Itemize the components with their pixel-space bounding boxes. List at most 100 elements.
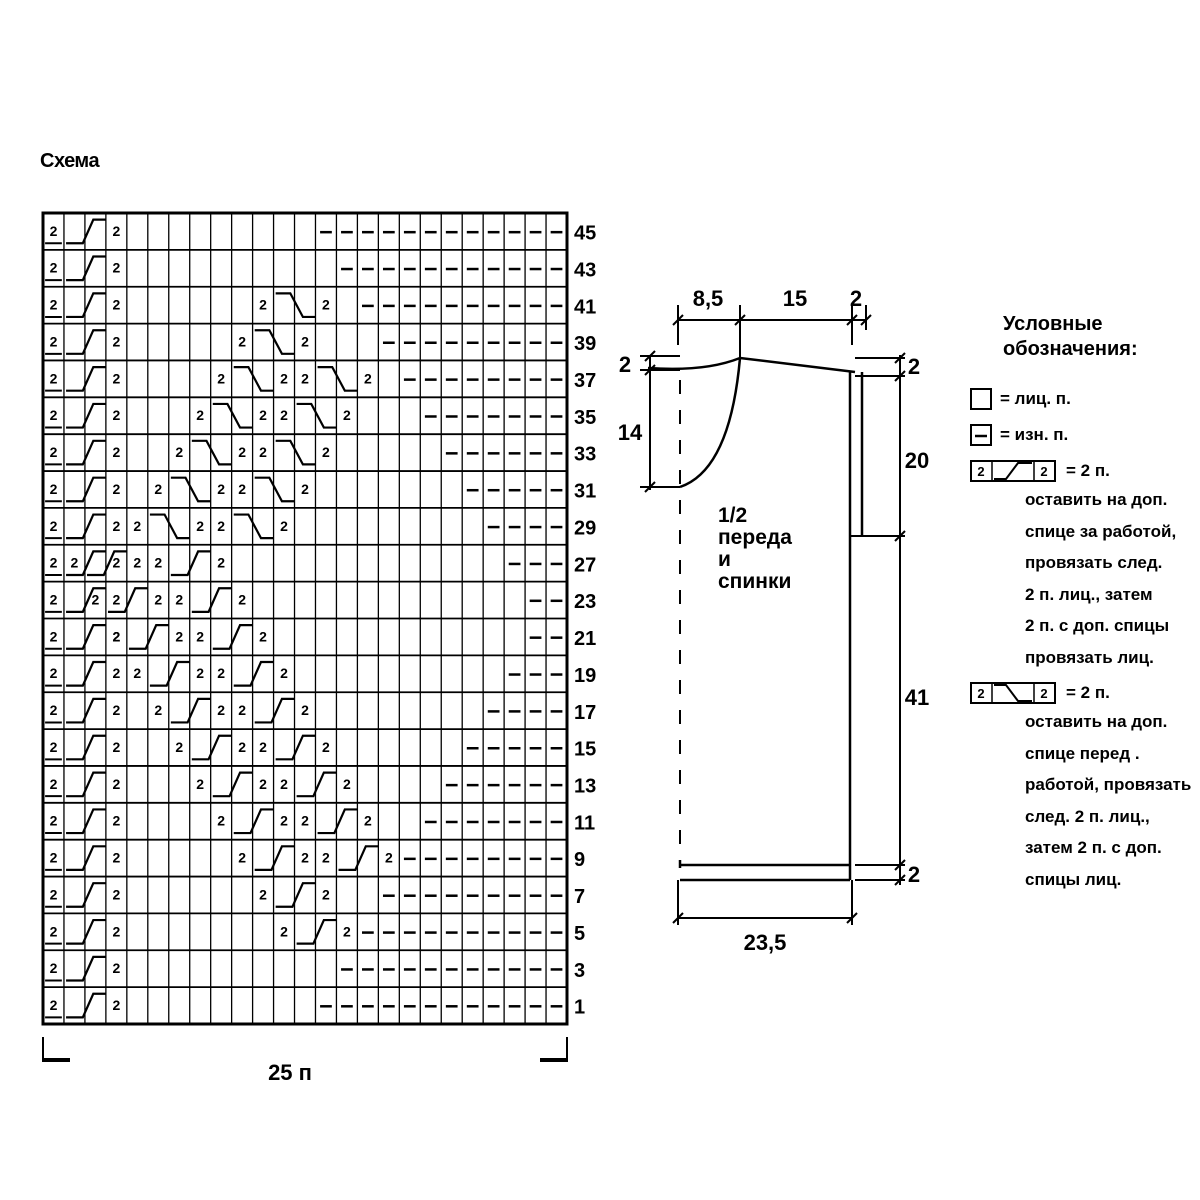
- cable-count-label: 2: [217, 702, 225, 718]
- cable-count-label: 2: [112, 333, 120, 349]
- top-width-1: 8,5: [693, 286, 724, 311]
- cable-count-label: 2: [154, 702, 162, 718]
- dimension-tick: [846, 912, 858, 924]
- cable-count-label: 2: [133, 518, 141, 534]
- cable-crossing-line: [66, 697, 106, 724]
- cable-crossing-line: [191, 734, 232, 761]
- piece-label-line3: и: [718, 548, 731, 571]
- row-number-label: 31: [574, 481, 596, 503]
- cable-crossing-line: [66, 513, 106, 540]
- cable-crossing-line: [66, 918, 106, 945]
- svg-text:2: 2: [977, 464, 984, 479]
- cable-count-label: 2: [50, 665, 58, 681]
- cable-crossing-line: [254, 697, 295, 724]
- row-number-label: 21: [574, 628, 596, 650]
- cable-count-label: 2: [364, 813, 372, 829]
- cable-count-label: 2: [50, 370, 58, 386]
- cable-count-label: 2: [217, 481, 225, 497]
- dimension-tick: [860, 314, 872, 326]
- cable-crossing-line: [149, 513, 190, 540]
- cable-count-label: 2: [175, 444, 183, 460]
- cable-count-label: 2: [112, 665, 120, 681]
- cable-count-label: 2: [175, 739, 183, 755]
- cable-count-label: 2: [322, 850, 330, 866]
- cable-crossing-line: [66, 992, 106, 1019]
- cable-count-label: 2: [259, 444, 267, 460]
- cable-count-label: 2: [71, 555, 79, 571]
- cable-count-label: 2: [112, 555, 120, 571]
- cable-count-label: 2: [343, 776, 351, 792]
- cable-count-label: 2: [112, 260, 120, 276]
- cable-count-label: 2: [259, 628, 267, 644]
- right-height-4: 2: [908, 862, 920, 887]
- cable-count-label: 2: [112, 850, 120, 866]
- cable-count-label: 2: [112, 702, 120, 718]
- cable-count-label: 2: [112, 223, 120, 239]
- cable-crossing-line: [233, 513, 274, 540]
- row-number-label: 27: [574, 554, 596, 576]
- cable-count-label: 2: [280, 923, 288, 939]
- cable-count-label: 2: [50, 702, 58, 718]
- cable-count-label: 2: [259, 776, 267, 792]
- cable-crossing-line: [296, 402, 337, 429]
- cable-count-label: 2: [112, 923, 120, 939]
- cable-count-label: 2: [112, 444, 120, 460]
- row-number-label: 35: [574, 407, 596, 429]
- cable-count-label: 2: [259, 407, 267, 423]
- purl-stitch-icon: [970, 424, 992, 446]
- cable-crossing-line: [87, 550, 127, 577]
- dimension-tick: [672, 912, 684, 924]
- cable-count-label: 2: [217, 555, 225, 571]
- cable-count-label: 2: [322, 886, 330, 902]
- cable-count-label: 2: [50, 555, 58, 571]
- legend-purl-text: = изн. п.: [1000, 425, 1069, 444]
- cable-crossing-line: [191, 439, 232, 466]
- piece-label-line4: спинки: [718, 570, 791, 593]
- cable-count-label: 2: [112, 297, 120, 313]
- right-height-1: 2: [908, 354, 920, 379]
- cable-count-label: 2: [112, 628, 120, 644]
- cable-count-label: 2: [259, 297, 267, 313]
- cable-count-label: 2: [301, 333, 309, 349]
- legend-cable-front-eq: = 2 п.: [1066, 683, 1110, 702]
- row-number-label: 23: [574, 591, 596, 613]
- cable-count-label: 2: [385, 850, 393, 866]
- cable-count-label: 2: [280, 813, 288, 829]
- row-number-label: 15: [574, 739, 596, 761]
- cable-count-label: 2: [50, 223, 58, 239]
- left-height-2: 14: [618, 420, 643, 445]
- cable-count-label: 2: [112, 628, 120, 644]
- cable-count-label: 2: [112, 407, 120, 423]
- cable-count-label: 2: [238, 444, 246, 460]
- svg-text:2: 2: [1040, 464, 1047, 479]
- row-number-label: 45: [574, 223, 596, 245]
- cable-crossing-line: [317, 808, 358, 835]
- cable-count-label: 2: [112, 591, 120, 607]
- cable-crossing-line: [66, 955, 106, 982]
- row-number-label: 41: [574, 296, 596, 318]
- grid-lines: [41, 211, 569, 1026]
